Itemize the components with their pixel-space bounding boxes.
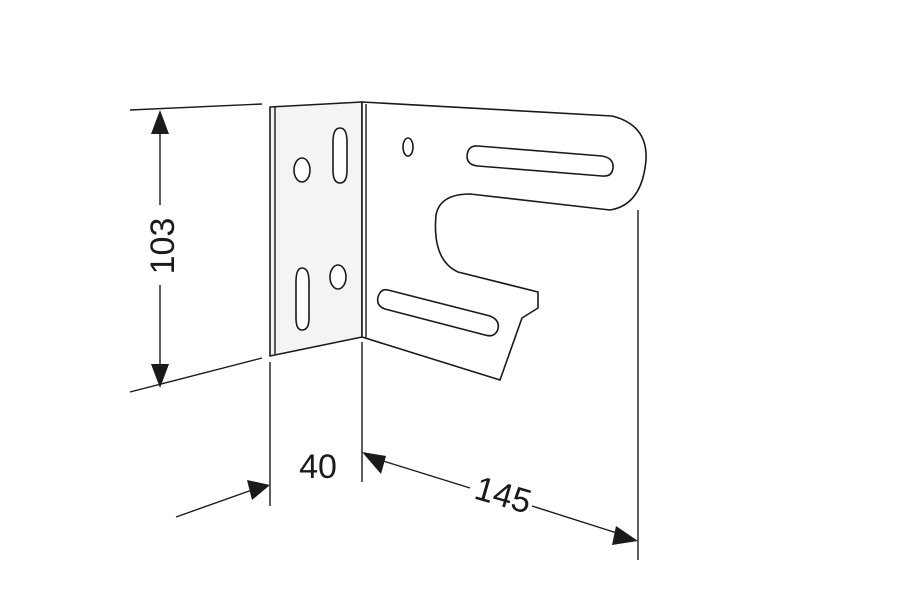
dimension-width: 145 <box>379 459 638 545</box>
flange-hole-bottom <box>329 264 347 290</box>
plate-slot-upper <box>466 145 614 177</box>
flange-slot-top <box>332 127 348 184</box>
bracket-short-flange <box>269 101 363 357</box>
dimension-height-label: 103 <box>144 218 182 275</box>
dimension-depth: 40 <box>175 448 386 518</box>
dimension-depth-label: 40 <box>299 448 337 486</box>
flange-slot-bottom <box>295 267 310 331</box>
dimension-height: 103 <box>144 110 182 388</box>
plate-slot-lower <box>376 288 500 337</box>
plate-hole-small <box>402 137 414 157</box>
arrow-depth-left <box>247 480 270 500</box>
arrow-height-top <box>151 110 169 134</box>
arrow-width-right <box>612 526 638 545</box>
dimension-width-label: 145 <box>471 469 536 521</box>
arrow-height-bottom <box>151 364 169 388</box>
arrow-depth-right <box>362 452 386 474</box>
bracket-long-plate <box>361 101 647 381</box>
extension-lines <box>129 103 639 560</box>
flange-hole-top <box>293 157 311 183</box>
